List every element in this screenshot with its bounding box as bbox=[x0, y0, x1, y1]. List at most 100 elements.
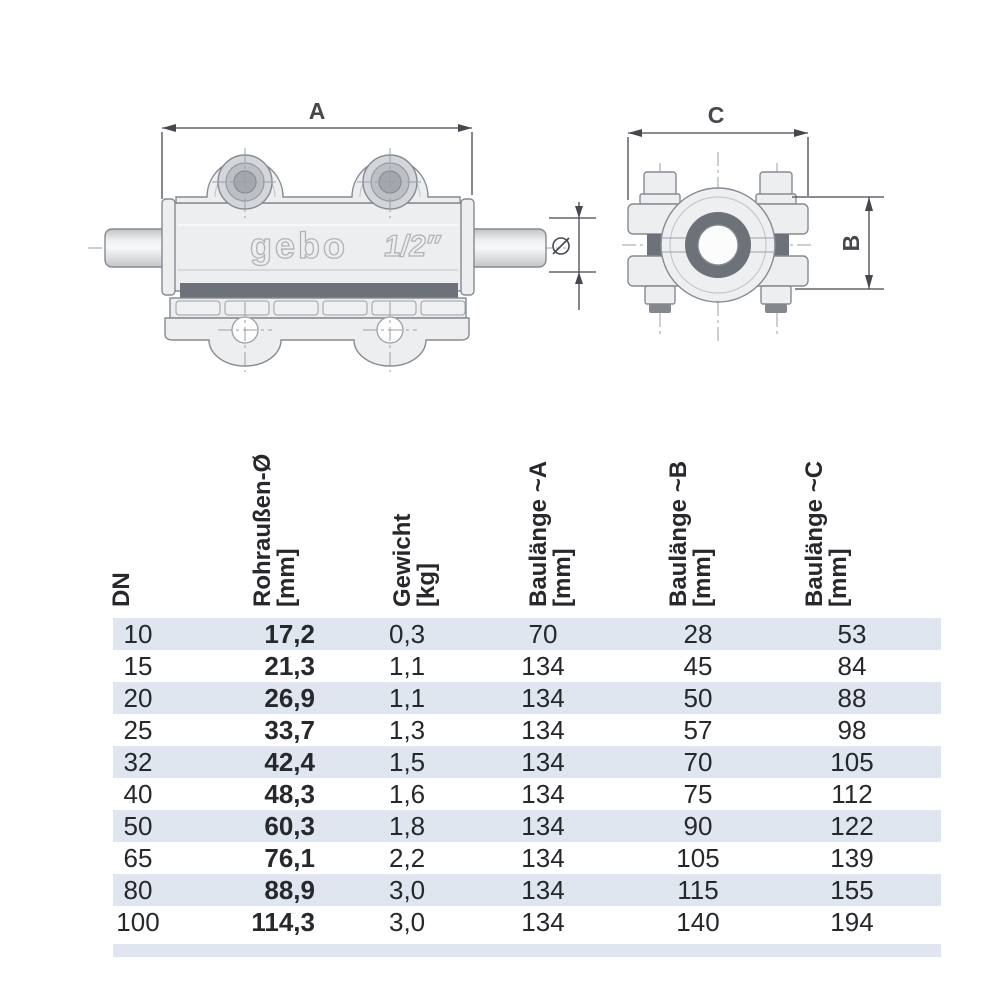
dim-b-label: B bbox=[838, 235, 864, 252]
table-cell: 134 bbox=[521, 779, 565, 809]
column-header-label: Baulänge ~B bbox=[665, 460, 692, 607]
table-cell: 76,1 bbox=[264, 843, 315, 873]
column-header-label: DN bbox=[108, 572, 135, 607]
column-header: DN bbox=[108, 572, 135, 607]
dimension-diameter bbox=[549, 202, 596, 310]
size-marking: 1/2″ bbox=[382, 230, 443, 263]
table-cell: 84 bbox=[837, 651, 867, 681]
table-cell: 28 bbox=[683, 619, 713, 649]
seal-strip bbox=[180, 283, 458, 298]
table-cell: 80 bbox=[123, 875, 153, 905]
table-row: 25 33,7 1,3 134 57 98 bbox=[113, 714, 941, 746]
table-cell: 26,9 bbox=[264, 683, 315, 713]
table-cell: 1,1 bbox=[389, 651, 426, 681]
table-cell: 100 bbox=[116, 907, 160, 937]
end-view: C B bbox=[622, 102, 884, 342]
column-header: Baulänge ~B[mm] bbox=[665, 460, 716, 607]
table-cell: 1,5 bbox=[389, 747, 426, 777]
table-cell: 75 bbox=[683, 779, 713, 809]
table-cell: 2,2 bbox=[389, 843, 426, 873]
column-header-unit: [mm] bbox=[273, 548, 300, 607]
table-cell: 70 bbox=[683, 747, 713, 777]
column-header-label: Gewicht bbox=[389, 513, 416, 607]
table-cell: 139 bbox=[830, 843, 874, 873]
table-cell: 50 bbox=[123, 811, 153, 841]
table-cell: 105 bbox=[676, 843, 720, 873]
table-cell: 90 bbox=[683, 811, 713, 841]
table-cell: 33,7 bbox=[264, 715, 315, 745]
table-cell: 155 bbox=[830, 875, 874, 905]
table-cell: 60,3 bbox=[264, 811, 315, 841]
table-cell: 134 bbox=[521, 811, 565, 841]
pipe-bore bbox=[697, 224, 739, 266]
column-header: Baulänge ~C[mm] bbox=[801, 460, 852, 607]
table-cell: 112 bbox=[831, 779, 873, 809]
table-cell: 134 bbox=[521, 875, 565, 905]
table-cell: 3,0 bbox=[389, 907, 426, 937]
table-cell: 134 bbox=[521, 747, 565, 777]
table-cell: 45 bbox=[683, 651, 713, 681]
table-cell: 21,3 bbox=[264, 651, 315, 681]
column-header-unit: [mm] bbox=[549, 548, 576, 607]
table-cell: 88 bbox=[837, 683, 867, 713]
table-cell: 25 bbox=[123, 715, 153, 745]
table-cell: 88,9 bbox=[264, 875, 315, 905]
dim-c-label: C bbox=[708, 102, 725, 128]
technical-drawing: gebo 1/2″ bbox=[88, 98, 884, 372]
ribbed-band bbox=[175, 300, 466, 316]
table-cell: 134 bbox=[521, 715, 565, 745]
table-cell: 17,2 bbox=[264, 619, 315, 649]
column-header: Rohraußen-Ø[mm] bbox=[249, 453, 300, 607]
table-footer-strip bbox=[113, 944, 941, 957]
table-cell: 1,3 bbox=[389, 715, 426, 745]
table-row: 32 42,4 1,5 134 70 105 bbox=[113, 746, 941, 778]
table-cell: 194 bbox=[830, 907, 874, 937]
table-cell: 134 bbox=[521, 843, 565, 873]
bolt-right bbox=[357, 148, 423, 218]
dimension-a: A bbox=[161, 98, 473, 199]
table-cell: 134 bbox=[521, 651, 565, 681]
column-header-unit: [mm] bbox=[689, 548, 716, 607]
column-header-unit: [kg] bbox=[413, 563, 440, 607]
table-cell: 70 bbox=[528, 619, 558, 649]
diameter-symbol bbox=[552, 237, 570, 255]
table-row: 15 21,3 1,1 134 45 84 bbox=[113, 650, 941, 682]
table-cell: 42,4 bbox=[264, 747, 315, 777]
table-cell: 57 bbox=[683, 715, 713, 745]
table-cell: 134 bbox=[521, 683, 565, 713]
table-cell: 40 bbox=[123, 779, 153, 809]
table-cell: 65 bbox=[123, 843, 153, 873]
table-cell: 114,3 bbox=[251, 907, 315, 937]
table-cell: 10 bbox=[123, 619, 153, 649]
table-row: 40 48,3 1,6 134 75 112 bbox=[113, 778, 941, 810]
dim-a-label: A bbox=[309, 98, 326, 124]
dimension-b: B bbox=[792, 196, 884, 290]
bolt-left bbox=[212, 148, 278, 218]
brand-marking: gebo bbox=[250, 225, 348, 266]
table-cell: 20 bbox=[123, 683, 153, 713]
table-cell: 115 bbox=[677, 875, 719, 905]
table-cell: 48,3 bbox=[264, 779, 315, 809]
side-view: gebo 1/2″ bbox=[88, 98, 596, 372]
table-cell: 15 bbox=[123, 651, 153, 681]
table-cell: 98 bbox=[837, 715, 867, 745]
table-cell: 32 bbox=[123, 747, 153, 777]
column-header-label: Baulänge ~C bbox=[801, 460, 828, 607]
dimension-c: C bbox=[627, 102, 809, 200]
column-header: Gewicht[kg] bbox=[389, 513, 440, 607]
table-cell: 134 bbox=[521, 907, 565, 937]
table-cell: 140 bbox=[676, 907, 720, 937]
column-header-label: Rohraußen-Ø bbox=[249, 453, 276, 607]
table-row: 100 114,3 3,0 134 140 194 bbox=[113, 906, 941, 938]
table-cell: 1,6 bbox=[389, 779, 426, 809]
column-header-label: Baulänge ~A bbox=[525, 460, 552, 607]
table-cell: 53 bbox=[837, 619, 867, 649]
table-cell: 50 bbox=[683, 683, 713, 713]
table-cell: 105 bbox=[830, 747, 874, 777]
